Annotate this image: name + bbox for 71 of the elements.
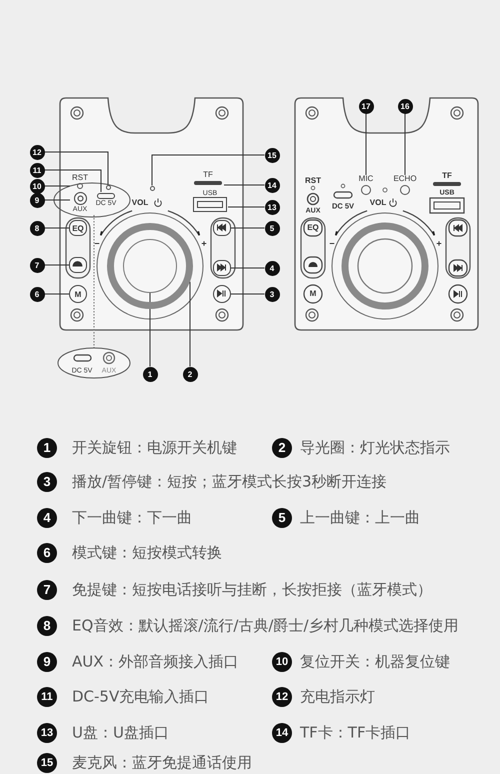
leader-line [152, 154, 265, 186]
panel-label: VOL [132, 199, 148, 207]
callout-number: 10 [30, 178, 44, 194]
list-number: 3 [37, 472, 57, 492]
panel-label: + [436, 240, 442, 248]
item-description: AUX：外部音频接入插口 [72, 654, 239, 670]
callout-number: 4 [264, 260, 280, 276]
leader-line [228, 206, 265, 208]
leader-line [44, 170, 102, 192]
callout-number: 8 [30, 220, 44, 236]
panel-label: − [329, 240, 335, 248]
callout-number: 11 [30, 162, 44, 178]
list-number: 4 [37, 508, 57, 528]
callout-number: 16 [398, 98, 412, 114]
list-number: 6 [37, 543, 57, 563]
list-number: 12 [272, 687, 292, 707]
panel-label: RST [305, 177, 321, 185]
callout-number: 12 [30, 144, 44, 160]
list-number: 11 [37, 687, 57, 707]
list-number: 15 [37, 753, 57, 773]
item-description: 麦克风：蓝牙免提通话使用 [72, 756, 252, 770]
callout-number: 9 [30, 192, 44, 208]
callout-number: 17 [358, 98, 374, 114]
indicator-light [150, 186, 154, 190]
list-number: 5 [272, 508, 292, 528]
port-label: ECHO [393, 175, 417, 183]
callout-number: 14 [264, 178, 280, 192]
callout-number: 2 [182, 366, 198, 382]
callout-number: 6 [30, 286, 44, 302]
item-description: 复位开关：机器复位键 [300, 654, 450, 670]
item-description: 开关旋钮：电源开关机键 [72, 440, 237, 456]
callout-number: 1 [142, 366, 158, 382]
port-label: RST [72, 174, 88, 182]
callout-number: 15 [264, 148, 280, 162]
panel-label: M [310, 290, 316, 298]
port-label: TF [203, 171, 213, 179]
light-ring [107, 223, 193, 309]
item-description: 下一曲键：下一曲 [72, 510, 192, 526]
list-number: 1 [37, 438, 57, 458]
panel-label: VOL [370, 199, 386, 207]
list-number: 8 [37, 616, 57, 636]
item-description: U盘：U盘插口 [72, 726, 169, 740]
leader-line [44, 152, 108, 185]
list-number: 13 [37, 723, 57, 743]
panel-label: − [94, 240, 100, 248]
panel-label: EQ [307, 224, 319, 232]
item-description: 上一曲键：上一曲 [300, 510, 420, 526]
list-number: 9 [37, 652, 57, 672]
list-number: 10 [272, 652, 292, 672]
item-description: 播放/暂停键：短按；蓝牙模式长按3秒断开连接 [72, 474, 387, 490]
item-description: 模式键：短按模式转换 [72, 546, 222, 560]
leader-line [404, 113, 406, 176]
item-description: DC-5V充电输入插口 [72, 690, 210, 704]
callout-number: 7 [30, 258, 44, 272]
leader-line [44, 264, 70, 266]
item-description: EQ音效：默认摇滚/流行/古典/爵士/乡村几种模式选择使用 [72, 618, 458, 634]
item-description: 导光圈：灯光状态指示 [300, 440, 450, 456]
list-number: 14 [272, 723, 292, 743]
callout-number: 5 [264, 220, 280, 236]
callout-number: 13 [264, 200, 280, 214]
list-number: 7 [37, 580, 57, 600]
callout-number: 3 [264, 286, 280, 302]
port-label: MIC [358, 175, 374, 183]
indicator-light [106, 184, 110, 190]
panel-label: + [201, 240, 207, 248]
list-number: 2 [272, 438, 292, 458]
leader-line [224, 184, 265, 186]
item-description: TF卡：TF卡插口 [300, 726, 411, 740]
item-description: 免提键：短按电话接听与挂断，长按拒接（蓝牙模式） [72, 582, 432, 598]
item-description: 充电指示灯 [300, 690, 375, 704]
panel-label: TF [442, 172, 452, 180]
